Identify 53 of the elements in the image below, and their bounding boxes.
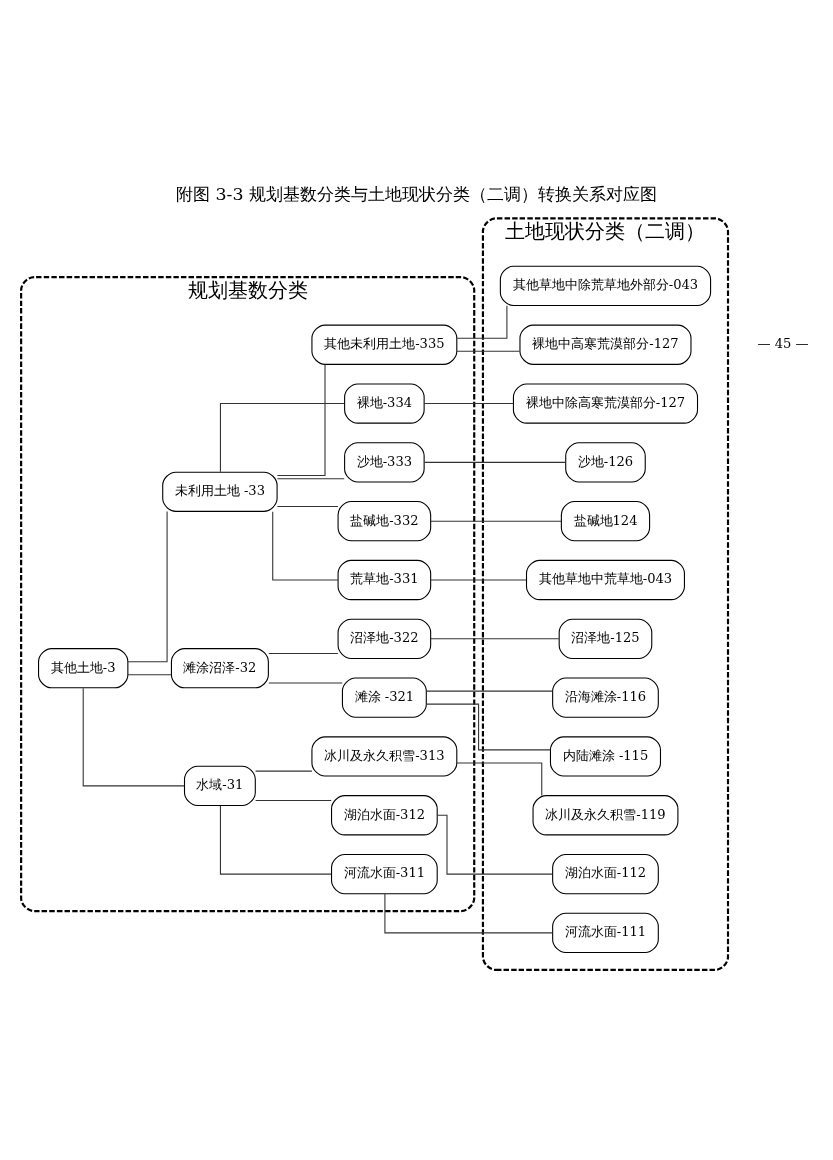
node-box: 其他草地中除荒草地外部分-043 [499, 265, 712, 307]
connector [430, 520, 562, 522]
connector [456, 305, 508, 339]
connector [272, 511, 339, 581]
connector [456, 350, 521, 352]
connector [430, 638, 560, 640]
node-box: 水域-31 [183, 765, 256, 806]
connector [425, 703, 551, 751]
connector [82, 687, 185, 787]
node-box: 其他草地中荒草地-043 [525, 559, 685, 601]
node-box: 其他未利用土地-335 [311, 324, 458, 365]
node-box: 沿海滩涂-116 [552, 677, 659, 718]
node-box: 滩涂沼泽-32 [170, 648, 269, 689]
node-box: 冰川及永久积雪-313 [311, 736, 458, 777]
node-box: 盐碱地-332 [337, 501, 432, 542]
connector [255, 770, 313, 772]
node-box: 冰川及永久积雪-119 [532, 795, 679, 836]
connector [423, 403, 514, 405]
node-box: 湖泊水面-312 [331, 795, 438, 836]
connector [127, 674, 172, 676]
node-box: 河流水面-111 [552, 912, 659, 954]
node-box: 盐碱地124 [560, 501, 651, 542]
node-box: 沼泽地-125 [558, 618, 653, 659]
node-box: 湖泊水面-112 [552, 853, 659, 895]
node-box: 沙地-126 [565, 442, 646, 483]
node-box: 沙地-333 [344, 442, 425, 483]
node-box: 裸地中除高寒荒漠部分-127 [512, 383, 699, 424]
node-box: 滩涂 -321 [341, 677, 427, 718]
connector [384, 893, 554, 934]
connector [456, 762, 543, 797]
node-box: 裸地中高寒荒漠部分-127 [519, 324, 692, 365]
connector [436, 814, 553, 875]
connector [219, 403, 345, 473]
connector [268, 652, 339, 655]
node-box: 沼泽地-322 [337, 618, 432, 659]
connector [127, 511, 168, 663]
connector [219, 805, 332, 875]
connector [430, 579, 527, 581]
node-box: 其他土地-3 [38, 648, 129, 689]
diagram-title: 附图 3-3 规划基数分类与土地现状分类（二调）转换关系对应图 [175, 183, 658, 204]
node-box: 河流水面-311 [331, 853, 438, 895]
connector [255, 800, 332, 802]
connector [423, 461, 566, 463]
connector [276, 505, 339, 508]
node-box: 荒草地-331 [337, 559, 432, 601]
connector [425, 690, 554, 692]
node-box: 裸地-334 [344, 383, 425, 424]
connector [268, 682, 343, 684]
connector [276, 478, 345, 480]
connector [276, 364, 326, 476]
node-box: 内陆滩涂 -115 [549, 736, 662, 777]
label: — 45 — [757, 336, 809, 352]
node-box: 未利用土地 -33 [162, 471, 278, 512]
